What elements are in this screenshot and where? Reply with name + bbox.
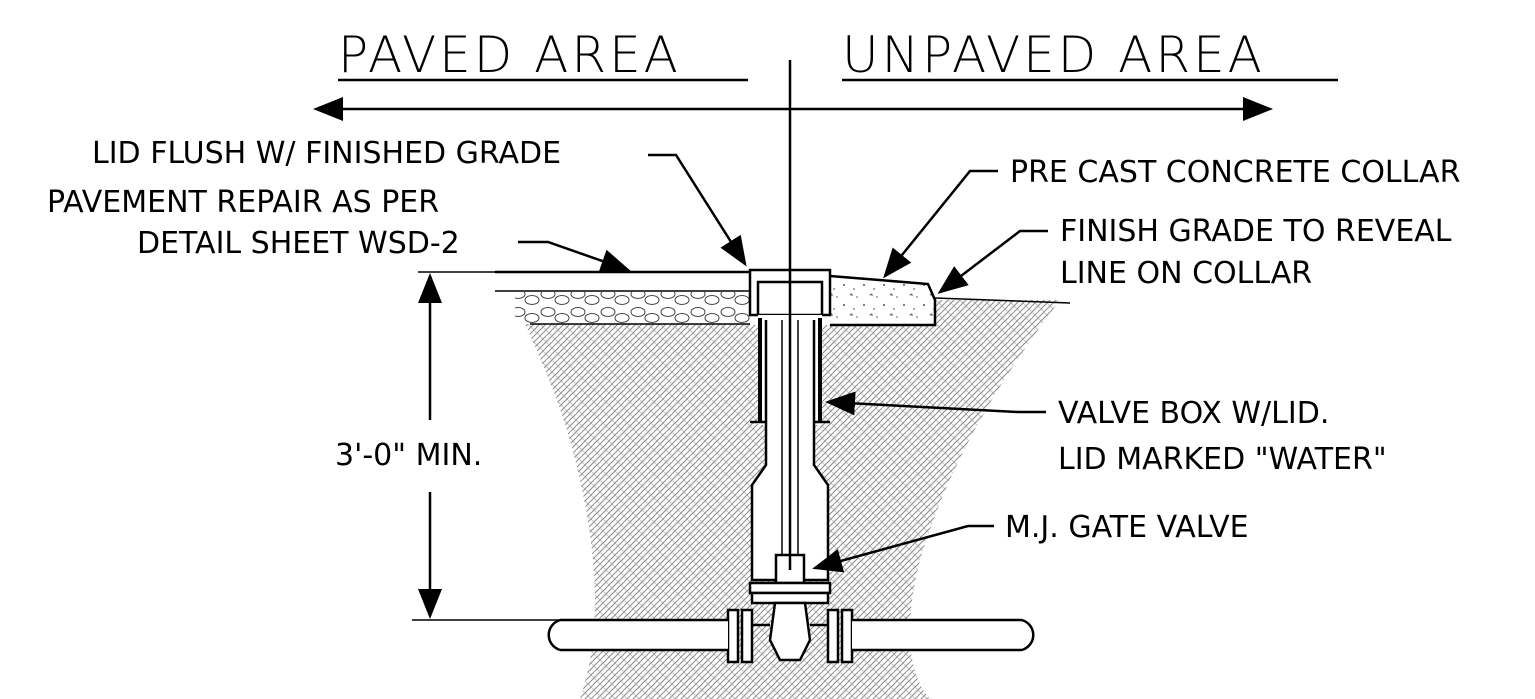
- gate-valve-leader: [812, 524, 994, 573]
- gravel-base: [515, 292, 750, 325]
- lid-flush-callout: LID FLUSH W/ FINISHED GRADE: [92, 136, 561, 171]
- paved-area-heading: PAVED AREA: [338, 26, 681, 84]
- finish-grade-leader: [937, 229, 1048, 294]
- pavement-repair-callout-line1: PAVEMENT REPAIR AS PER: [47, 185, 439, 220]
- gate-valve: [726, 553, 854, 664]
- water-main-pipe: [547, 618, 1035, 652]
- pavement-repair-leader: [518, 240, 631, 273]
- valve-box-callout-line1: VALVE BOX W/LID.: [1058, 396, 1329, 431]
- depth-dimension-label: 3'-0" MIN.: [335, 438, 482, 473]
- lid-flush-leader: [648, 153, 747, 267]
- valve-box-callout-line2: LID MARKED "WATER": [1058, 442, 1387, 477]
- gate-valve-callout: M.J. GATE VALVE: [1005, 510, 1249, 545]
- depth-dimension: [412, 271, 560, 621]
- precast-collar-leader: [883, 169, 998, 279]
- unpaved-area-heading: UNPAVED AREA: [842, 26, 1265, 84]
- precast-collar-callout: PRE CAST CONCRETE COLLAR: [1010, 155, 1460, 190]
- finished-grade-line: [934, 297, 1071, 304]
- pavement-repair-callout-line2: DETAIL SHEET WSD-2: [137, 226, 460, 261]
- finish-grade-callout-line1: FINISH GRADE TO REVEAL: [1060, 214, 1452, 249]
- precast-concrete-collar: [829, 274, 937, 327]
- valve-box-leader: [825, 391, 1046, 416]
- finish-grade-callout-line2: LINE ON COLLAR: [1060, 256, 1312, 291]
